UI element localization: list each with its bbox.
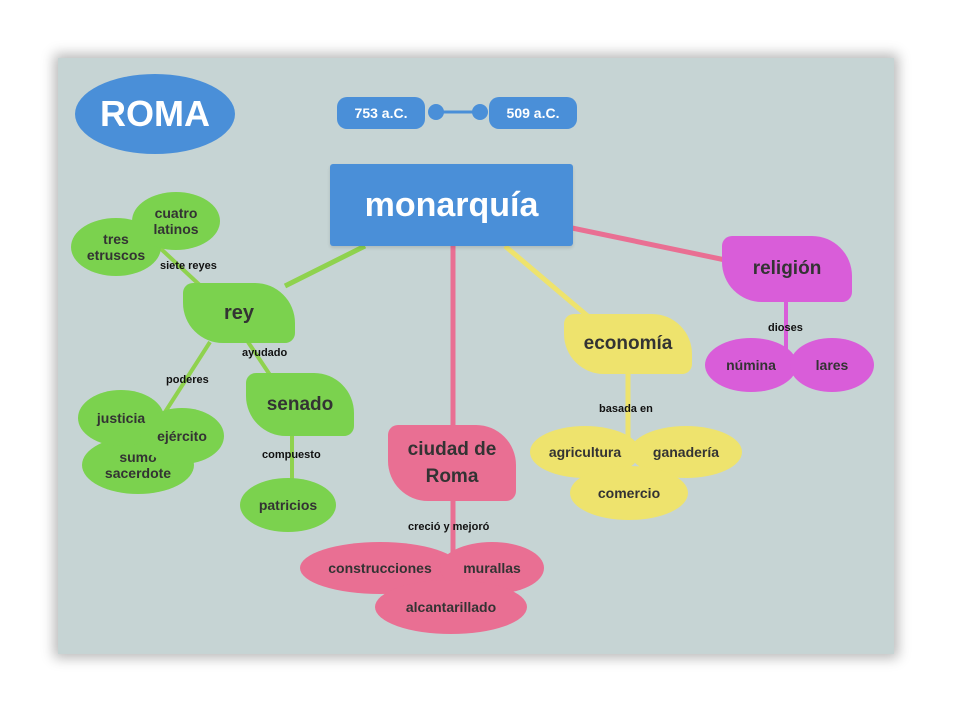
link-poderes: poderes <box>166 374 209 386</box>
title-roma: ROMA <box>75 74 235 154</box>
link-ayudado: ayudado <box>242 347 288 359</box>
economia-node: economía <box>564 314 692 374</box>
cuatro-latinos-node: cuatro latinos <box>132 192 220 250</box>
link-compuesto: compuesto <box>262 449 321 461</box>
religion-node: religión <box>722 236 852 302</box>
link-dioses: dioses <box>768 322 803 334</box>
monarquia-node: monarquía <box>330 164 573 246</box>
link-basada-en: basada en <box>599 403 653 415</box>
link-crecio-y-mejoro: creció y mejoró <box>408 521 490 533</box>
timeline-end: 509 a.C. <box>489 97 577 129</box>
patricios-node: patricios <box>240 478 336 532</box>
link-siete-reyes: siete reyes <box>160 260 217 272</box>
numina-node: númina <box>705 338 797 392</box>
ejercito-node: ejército <box>140 408 224 464</box>
lares-node: lares <box>790 338 874 392</box>
ciudad-de-roma-node: ciudad de Roma <box>388 425 516 501</box>
alcantarillado-node: alcantarillado <box>375 580 527 634</box>
timeline-start: 753 a.C. <box>337 97 425 129</box>
senado-node: senado <box>246 373 354 436</box>
comercio-node: comercio <box>570 466 688 520</box>
rey-node: rey <box>183 283 295 343</box>
